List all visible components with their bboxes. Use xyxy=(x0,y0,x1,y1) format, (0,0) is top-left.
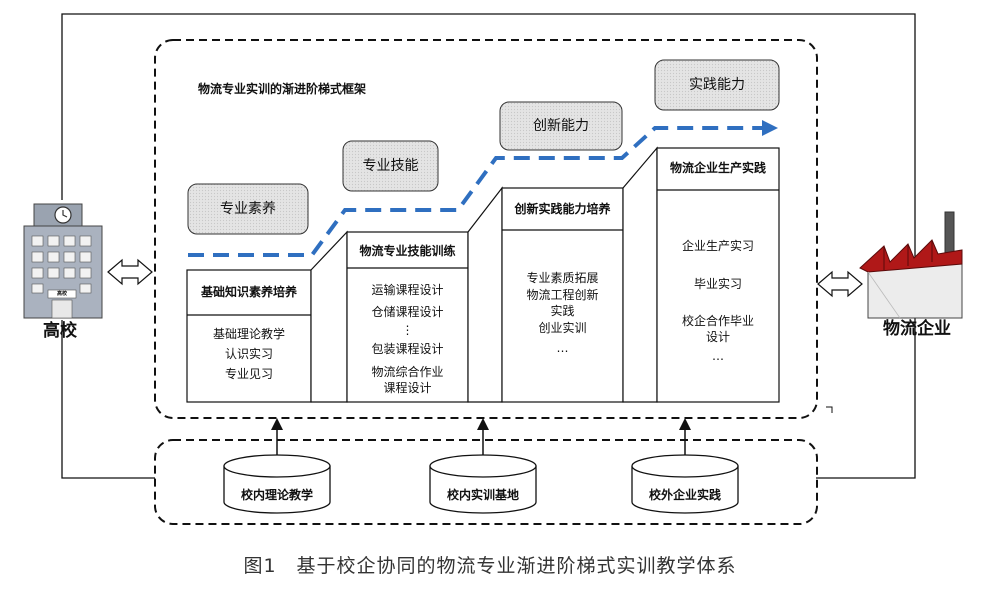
figure-number: 图1 xyxy=(243,555,277,577)
stage-block-4 xyxy=(656,147,780,403)
ability-label-box xyxy=(187,183,309,235)
stage-item: 企业生产实习 xyxy=(681,239,754,253)
stage-item: 课程设计 xyxy=(383,381,432,395)
factory-icon xyxy=(859,211,963,319)
stage-item: 专业见习 xyxy=(224,367,273,381)
stage-block-1 xyxy=(186,230,348,403)
ability-label-box xyxy=(499,101,623,151)
stage-item: 物流综合作业 xyxy=(371,365,444,379)
stage-item: 基础理论教学 xyxy=(212,327,285,341)
stage-title: 物流专业技能训练 xyxy=(359,244,456,258)
enterprise-label: 物流企业 xyxy=(883,319,951,339)
stage-item: 创业实训 xyxy=(538,321,587,335)
stage-item: 包装课程设计 xyxy=(371,342,444,356)
stage-block-3 xyxy=(501,146,658,403)
outer-connector-line xyxy=(61,13,916,479)
ability-label: 专业素养 xyxy=(220,201,276,217)
stage-item: 校企合作毕业 xyxy=(681,314,754,328)
progression-arrowhead xyxy=(762,120,778,136)
base-cylinder xyxy=(631,454,739,514)
stage-item: ⋮ xyxy=(401,323,414,337)
stage-title: 创新实践能力培养 xyxy=(514,202,611,216)
ability-label: 创新能力 xyxy=(533,118,589,134)
figure-caption-text: 基于校企协同的物流专业渐进阶梯式实训教学体系 xyxy=(296,555,737,577)
stage-item: … xyxy=(712,349,724,363)
stage-item: 实践 xyxy=(550,304,575,318)
base-label: 校内理论教学 xyxy=(240,488,313,502)
base-cylinder xyxy=(223,454,331,514)
outer-connector-line-bottom xyxy=(61,320,155,479)
framework-dashed-box xyxy=(154,39,818,419)
ability-label: 专业技能 xyxy=(362,158,419,174)
figure-caption: 图1 基于校企协同的物流专业渐进阶梯式实训教学体系 xyxy=(0,551,1000,578)
stage-block-2 xyxy=(346,186,503,403)
ability-label-box xyxy=(342,140,439,192)
stage-item: … xyxy=(556,341,569,355)
stage-item: 认识实习 xyxy=(224,347,273,361)
stage-item: 运输课程设计 xyxy=(371,283,444,297)
stage-item: 物流工程创新 xyxy=(526,288,599,302)
base-label: 校内实训基地 xyxy=(446,488,519,502)
base-cylinder xyxy=(429,454,537,514)
stage-title: 物流企业生产实践 xyxy=(669,161,766,175)
enterprise-double-arrow xyxy=(817,270,863,298)
school-label: 高校 xyxy=(43,321,77,341)
base-label: 校外企业实践 xyxy=(648,488,721,502)
framework-title: 物流专业实训的渐进阶梯式框架 xyxy=(198,82,367,96)
school-sign: 高校 xyxy=(56,291,67,297)
stage-item: 毕业实习 xyxy=(693,277,742,291)
ability-label-box xyxy=(654,59,780,111)
school-double-arrow xyxy=(107,258,153,286)
stage-title: 基础知识素养培养 xyxy=(200,285,297,299)
progression-dashed-line xyxy=(188,126,762,257)
school-building-icon xyxy=(23,203,103,319)
stage-item: 设计 xyxy=(705,330,730,344)
stage-item: 仓储课程设计 xyxy=(371,305,444,319)
stage-item: 专业素质拓展 xyxy=(526,271,599,285)
bases-dashed-box xyxy=(154,439,818,525)
ability-label: 实践能力 xyxy=(689,77,745,93)
